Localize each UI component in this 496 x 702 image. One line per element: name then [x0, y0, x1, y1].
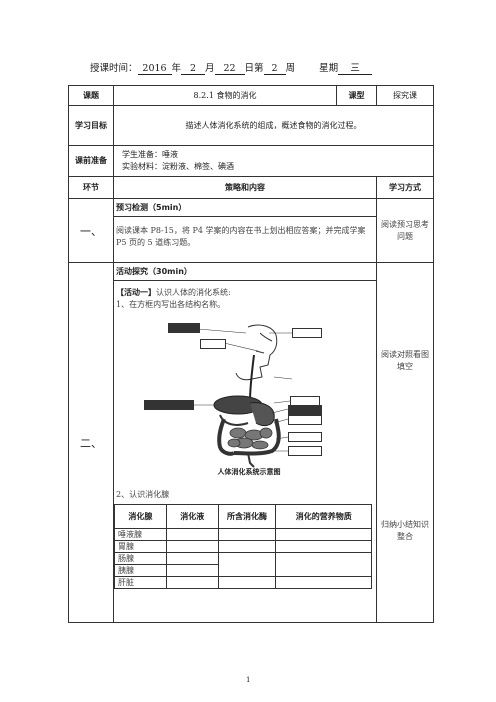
gland-cell [217, 528, 277, 541]
digestive-system-diagram: 人体消化系统示意图 [144, 321, 334, 479]
page-number: 1 [246, 676, 251, 684]
day-unit: 日第 [244, 63, 264, 74]
activity-title: 认识人体的消化系统: [156, 288, 231, 297]
activity-block: 【活动一】认识人体的消化系统: 1、在方框内写出各结构名称。 [114, 281, 376, 315]
gland-name: 唾液腺 [114, 528, 167, 541]
prep-student: 学生准备：唾液 [122, 150, 178, 159]
section1-title: 预习检测（5min） [114, 199, 376, 217]
topic-label: 课题 [68, 85, 114, 106]
table-row: 肝脏 [114, 576, 372, 589]
weekday-value: 三 [338, 63, 373, 75]
year-value: 2016 [137, 63, 172, 75]
gland-cell [217, 576, 277, 589]
gland-name: 胰腺 [114, 564, 167, 577]
gland-cell [275, 576, 372, 589]
day-value: 22 [214, 63, 245, 75]
gland-cell [275, 540, 372, 553]
col-method: 学习方式 [376, 176, 434, 199]
gland-cell-merged [275, 552, 372, 577]
gland-name: 肝脏 [114, 576, 167, 589]
time-prefix: 授课时间： [90, 63, 138, 74]
week-value: 2 [263, 63, 286, 75]
label-box-9 [288, 446, 322, 456]
label-box-4 [292, 328, 322, 338]
glands-table: 消化腺 消化液 所含消化酶 消化的营养物质 唾液腺 胃腺 [114, 504, 372, 589]
gland-cell [165, 540, 219, 553]
prep-content: 学生准备：唾液 实验材料：淀粉液、棉签、碘酒 [113, 145, 434, 177]
gland-cell [165, 576, 219, 589]
section2-title: 活动探究（30min） [114, 263, 376, 281]
label-box-1 [168, 323, 200, 333]
glands-header-juice: 消化液 [165, 504, 219, 529]
gland-name: 肠腺 [114, 552, 167, 565]
diagram-caption: 人体消化系统示意图 [217, 468, 281, 476]
col-stage: 环节 [68, 176, 114, 199]
label-box-8 [288, 432, 322, 442]
month-value: 2 [181, 63, 206, 75]
table-row: 唾液腺 [114, 528, 372, 541]
activity-bracket: 【活动一】 [116, 288, 156, 297]
gland-name: 胃腺 [114, 540, 167, 553]
label-box-7 [288, 415, 322, 425]
activity-step1: 1、在方框内写出各结构名称。 [116, 300, 226, 309]
type-value: 探究课 [376, 85, 434, 106]
goal-value: 描述人体消化系统的组成，概述食物的消化过程。 [113, 105, 434, 146]
label-box-2 [200, 339, 226, 349]
gland-cell [275, 528, 372, 541]
label-box-6 [288, 405, 322, 415]
glands-header-gland: 消化腺 [114, 504, 167, 529]
label-box-3 [144, 400, 194, 410]
glands-header-nutrient: 消化的营养物质 [275, 504, 372, 529]
section1-body: 阅读课本 P8-15，将 P4 学案的内容在书上划出相应答案；并完成学案 P5 … [116, 226, 366, 247]
gland-cell [217, 540, 277, 553]
table-row: 胃腺 [114, 540, 372, 553]
activity-step2: 2、认识消化腺 [116, 490, 170, 499]
glands-header-enzyme: 所含消化酶 [217, 504, 277, 529]
gland-cell [165, 528, 219, 541]
section1-content: 预习检测（5min） 阅读课本 P8-15，将 P4 学案的内容在书上划出相应答… [113, 198, 377, 263]
section2-content: 活动探究（30min） 【活动一】认识人体的消化系统: 1、在方框内写出各结构名… [113, 262, 377, 623]
type-label: 课型 [336, 85, 377, 106]
gland-cell-merged [217, 552, 277, 577]
section2-number: 二、 [68, 262, 114, 623]
lesson-plan-table: 课题 8.2.1 食物的消化 课型 探究课 学习目标 描述人体消化系统的组成，概… [68, 85, 434, 623]
activity-heading: 【活动一】认识人体的消化系统: [116, 287, 374, 299]
section2-method2: 归纳小结知识整合 [381, 520, 429, 541]
section2-method1: 阅读对照看图填空 [381, 350, 429, 371]
week-unit: 周 [285, 63, 296, 74]
weekday-label: 星期 [319, 63, 339, 74]
gland-cell [165, 564, 219, 577]
col-strategy: 策略和内容 [113, 176, 377, 199]
gland-cell [165, 552, 219, 565]
goal-label: 学习目标 [68, 105, 114, 146]
month-unit: 月 [205, 63, 215, 74]
section2-methods: 阅读对照看图填空 归纳小结知识整合 [376, 262, 434, 623]
section1-number: 一、 [68, 198, 114, 263]
digestive-figure [194, 324, 293, 468]
topic-value: 8.2.1 食物的消化 [113, 85, 337, 106]
section1-method: 阅读预习思考问题 [376, 198, 434, 263]
year-unit: 年 [171, 63, 182, 74]
table-row: 肠腺 [114, 552, 372, 577]
prep-materials: 实验材料：淀粉液、棉签、碘酒 [122, 162, 234, 171]
prep-label: 课前准备 [68, 145, 114, 177]
